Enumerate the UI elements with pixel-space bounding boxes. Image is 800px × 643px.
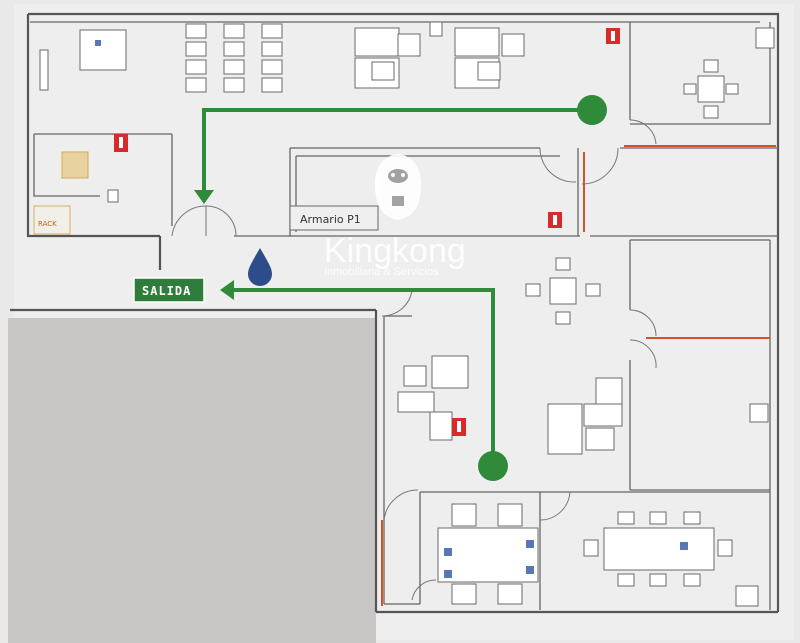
fire-extinguisher-icon [548,212,562,228]
water-drop-icon [248,248,272,286]
exit-sign-label: SALIDA [142,284,191,298]
rack-label: RACK [38,220,57,228]
exit-sign [133,277,205,303]
exit-arrow-icon [194,190,214,204]
fire-extinguisher-icon [114,134,128,152]
gray-block [8,318,376,643]
doors [171,119,657,601]
furniture [33,21,775,607]
assembly-point-icon [478,451,508,481]
fire-extinguisher-icon [452,418,466,436]
gorilla-logo-icon [374,154,422,220]
assembly-point-icon [577,95,607,125]
fire-extinguisher-icon [606,28,620,44]
evacuation-route-top [194,95,607,204]
exit-arrow-icon [220,280,234,300]
brand-watermark: Kingkong [324,232,466,270]
armario-label-box [289,205,379,231]
evacuation-route-bottom [220,280,508,481]
brand-tagline: Inmobiliaria & Servicios [324,266,439,278]
armario-label: Armario P1 [300,213,361,226]
